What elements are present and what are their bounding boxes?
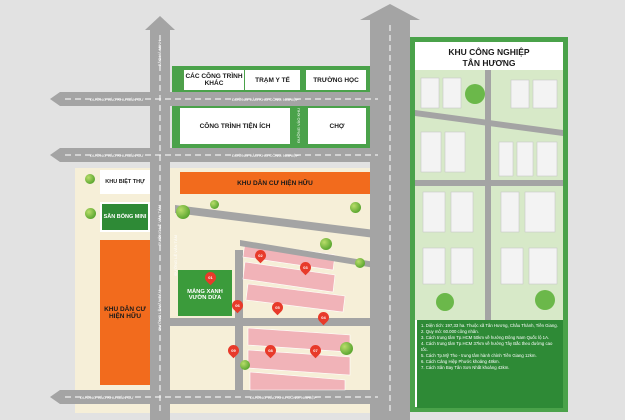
road-label-mid-left: ĐƯỜNG VÀO KHU DÂN CƯ (90, 153, 144, 158)
zone-khu-biet-thu: KHU BIỆT THỰ (100, 170, 150, 194)
road-label-vertical-left: BẮC HÀ MINH (157, 40, 162, 67)
lot-pin-icon[interactable]: 03 (297, 259, 314, 276)
road-label-bottom-left: ĐƯỜNG VÀO KHU DÂN CƯ (80, 395, 134, 400)
tree-icon (240, 360, 250, 370)
tree-icon (210, 200, 219, 209)
lot-pin-icon[interactable]: 02 (252, 247, 269, 264)
zone-khu-dan-cu-hien-huu-top: KHU DÂN CƯ HIỆN HỮU (180, 172, 370, 194)
zone-mang-xanh: MẢNG XANH VƯỜN DỪA (180, 280, 230, 310)
lot-pin-icon[interactable]: 05 (269, 299, 286, 316)
tree-icon (355, 258, 365, 268)
tree-icon (350, 202, 361, 213)
zone-san-bong-mini: SÂN BÓNG MINI (100, 202, 150, 232)
road-label-vertical-mid3: ĐƯỜNG LÊ VĂN TÁM (157, 290, 162, 331)
zone-cong-trinh-khac: CÁC CÔNG TRÌNH KHÁC (180, 70, 244, 90)
lot-pin-icon[interactable]: 08 (262, 342, 279, 359)
zone-khu-dan-cu-hien-huu-left: KHU DÂN CƯ HIỆN HỮU (100, 240, 150, 385)
lot-pin-icon[interactable]: 04 (315, 309, 332, 326)
zone-truong-hoc: TRƯỜNG HỌC (306, 70, 366, 90)
info-item: 2. Quy mô: 60.000 công nhân. (421, 328, 479, 334)
info-item: 5. Cách Tp.Mỹ Tho - trung tâm hành chính… (421, 352, 537, 358)
panel-title-line1: KHU CÔNG NGHIỆP (448, 47, 530, 57)
zone-cho: CHỢ (308, 108, 366, 144)
tree-icon (85, 208, 96, 219)
road-label-top: ĐƯỜNG VÀO KHU DÂN CƯ (90, 97, 144, 102)
industrial-park-panel: KHU CÔNG NGHIỆP TÂN HƯƠNG (410, 37, 568, 412)
road-label-vertical-mid2: ĐƯỜNG LÊ VĂN TÁM (173, 235, 178, 276)
tree-icon (85, 174, 95, 184)
info-item: 7. Cách Sân Bay Tân Sơn Nhất khoảng 43km… (421, 364, 510, 370)
road-label-vertical-mid1: ĐƯỜNG LÊ VĂN TÁM (157, 205, 162, 246)
road-label-mid-right: ĐƯỜNG VÀO KHU CÔNG NGHIỆP (232, 153, 299, 158)
info-list: 1. Diện tích: 197,33 ha. Thuộc xã Tân Hư… (417, 320, 563, 408)
lot-pin-icon[interactable]: 07 (307, 342, 324, 359)
info-item: 1. Diện tích: 197,33 ha. Thuộc xã Tân Hư… (421, 323, 558, 328)
panel-title-line2: TÂN HƯƠNG (462, 58, 516, 68)
road-label-top-right: ĐƯỜNG VÀO KHU CÔNG NGHIỆP (232, 97, 299, 102)
road-label-vertical-right: ĐƯỜNG VÀO KHU (296, 108, 301, 143)
info-item: 4. Cách trung tâm Tp.HCM 37km về hướng T… (421, 340, 553, 352)
tree-icon (340, 342, 353, 355)
lot-pin-icon[interactable]: 01 (202, 269, 219, 286)
industrial-layout (415, 70, 563, 320)
zone-tram-y-te: TRẠM Y TẾ (245, 70, 300, 90)
lot-pin-icon[interactable]: 06 (229, 297, 246, 314)
panel-title: KHU CÔNG NGHIỆP TÂN HƯƠNG (415, 47, 563, 69)
info-item: 3. Cách trung tâm Tp.HCM 50km về hướng Đ… (421, 334, 550, 340)
road-label-bottom-right: ĐƯỜNG VÀO KHU CÔNG NGHIỆP (250, 395, 317, 400)
lot-pin-icon[interactable]: 09 (225, 342, 242, 359)
info-item: 6. Cách Cảng Hiệp Phước khoảng 48km. (421, 358, 500, 364)
tree-icon (320, 238, 332, 250)
zone-cong-trinh-tien-ich: CÔNG TRÌNH TIỆN ÍCH (180, 108, 290, 144)
tree-icon (176, 205, 190, 219)
